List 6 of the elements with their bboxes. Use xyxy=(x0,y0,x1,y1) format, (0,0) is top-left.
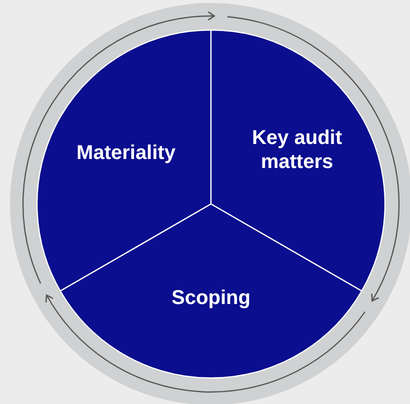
cycle-arrow xyxy=(22,12,215,284)
sector-label: Key audit matters xyxy=(250,126,344,174)
sector-label: Materiality xyxy=(76,141,176,165)
cycle-arrow xyxy=(46,294,366,392)
cycle-arrow xyxy=(227,16,400,302)
sector-label: Scoping xyxy=(170,286,252,310)
